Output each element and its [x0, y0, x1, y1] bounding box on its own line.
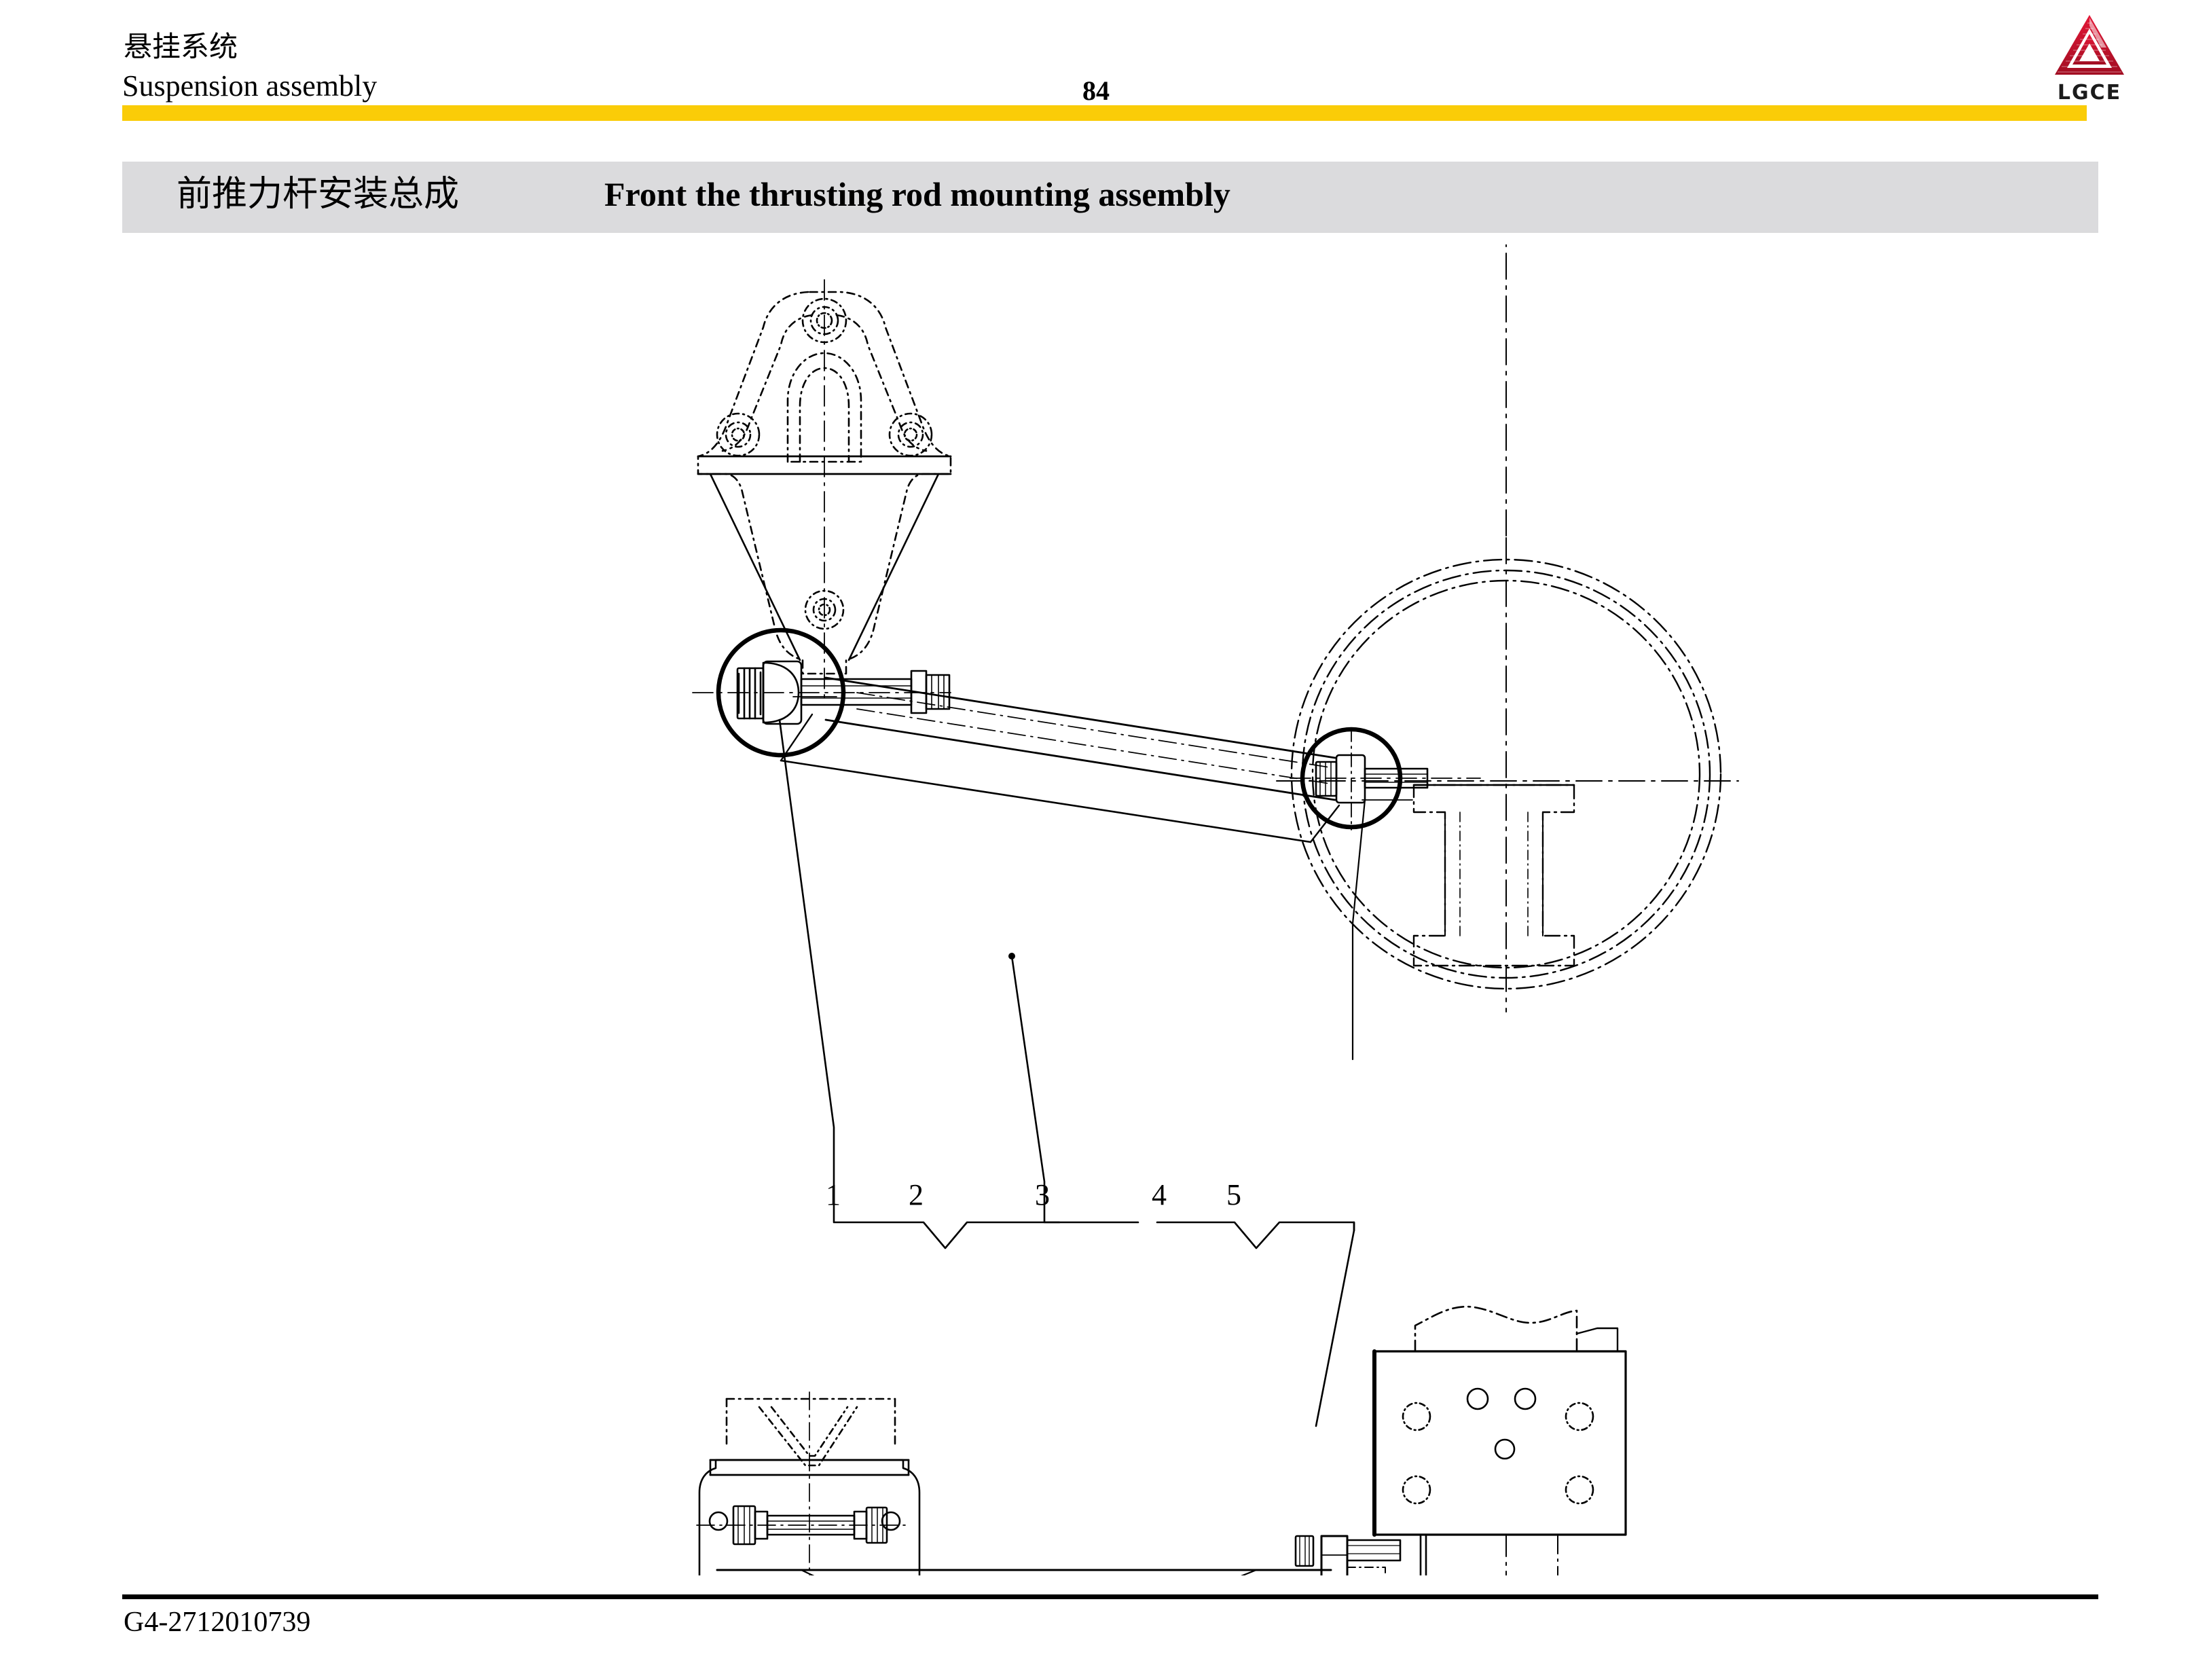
callout-leaders-upper — [778, 718, 1366, 1427]
thrust-rod-elevation — [716, 1569, 1332, 1575]
callout-3: 3 — [1035, 1178, 1050, 1211]
header-accent-band — [122, 105, 2087, 121]
technical-drawing: 1 2 3 4 5 — [0, 244, 2192, 1575]
header-title-cn: 悬挂系统 — [124, 30, 238, 63]
vertical-member — [1384, 1533, 1558, 1575]
company-logo: LGCE — [2045, 14, 2134, 109]
header-title-en: Suspension assembly — [122, 69, 378, 103]
axle-saddle — [1412, 784, 1575, 967]
callout-1: 1 — [826, 1178, 841, 1211]
logo-wordmark: LGCE — [2057, 81, 2122, 105]
footer-part-code: G4-2712010739 — [124, 1607, 311, 1638]
callout-5: 5 — [1226, 1178, 1241, 1211]
callout-4: 4 — [1152, 1178, 1167, 1211]
callout-numbers: 1 2 3 4 5 — [826, 1178, 1241, 1211]
page-header: 悬挂系统 Suspension assembly 84 — [0, 0, 2192, 129]
triangle-emblem-icon — [2055, 15, 2124, 75]
right-joint-detail — [1290, 727, 1481, 830]
upper-bracket — [697, 279, 952, 699]
lower-right-joint — [1294, 1535, 1402, 1575]
page-number: 84 — [1082, 75, 1110, 106]
assembly-drawing-svg: 1 2 3 4 5 — [692, 244, 1739, 1575]
left-joint-detail — [692, 627, 951, 758]
section-title-bar: 前推力杆安装总成 Front the thrusting rod mountin… — [122, 162, 2098, 233]
section-title-en: Front the thrusting rod mounting assembl… — [604, 175, 1230, 213]
mounting-plate — [1372, 1305, 1627, 1537]
callout-2: 2 — [909, 1178, 924, 1211]
axle-housing-circles — [1276, 244, 1739, 1012]
thrust-rod-plan — [780, 676, 1340, 960]
footer-rule — [122, 1594, 2098, 1599]
section-title-cn: 前推力杆安装总成 — [177, 174, 460, 215]
lower-left-bracket — [696, 1391, 921, 1575]
